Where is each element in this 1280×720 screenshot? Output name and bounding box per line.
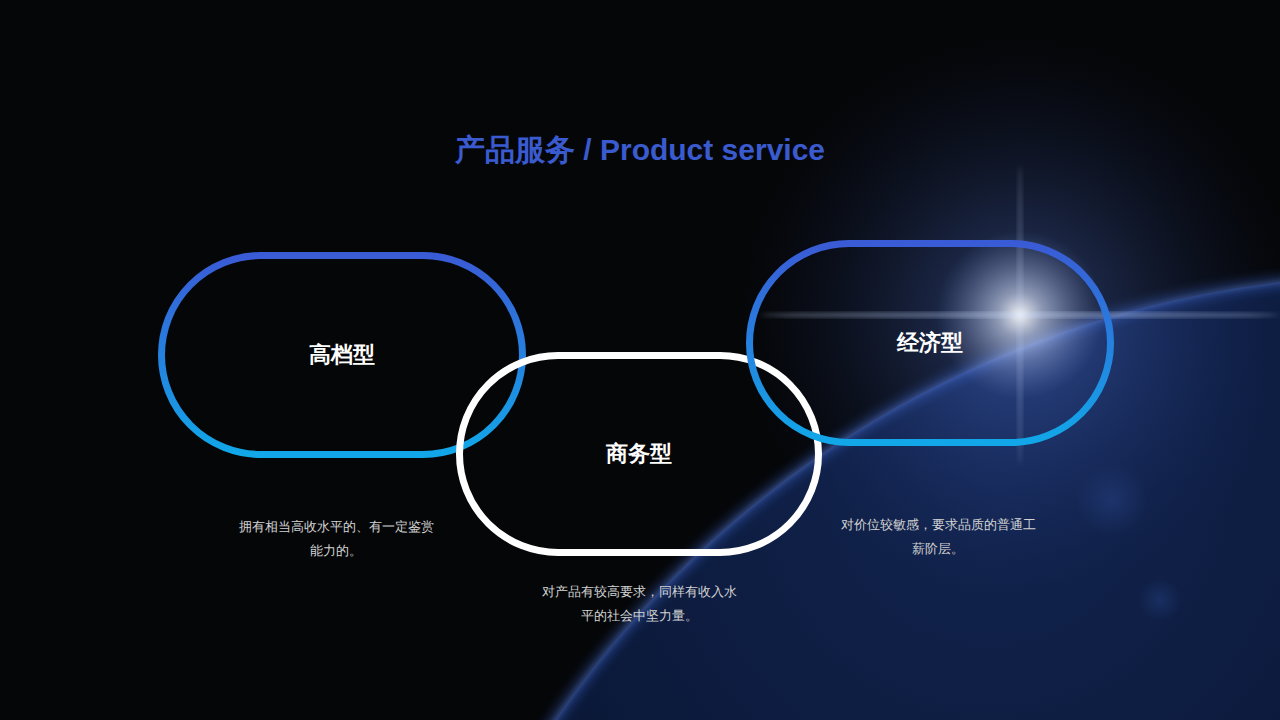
slide-title: 产品服务 / Product service (0, 128, 1280, 172)
light-streak (1017, 165, 1023, 465)
box-description: 拥有相当高收水平的、有一定鉴赏能力的。 (238, 515, 434, 563)
pill-stroke (750, 244, 1111, 443)
pill-box: 商务型对产品有较高要求，同样有收入水平的社会中坚力量。 (456, 352, 822, 556)
box-heading: 经济型 (897, 328, 963, 358)
lens-flare (1076, 464, 1148, 536)
box-heading: 高档型 (309, 340, 375, 370)
sun-glow (740, 35, 1280, 595)
box-description: 对价位较敏感，要求品质的普通工薪阶层。 (840, 513, 1036, 561)
pill-stroke (460, 356, 819, 553)
pill-box: 经济型对价位较敏感，要求品质的普通工薪阶层。 (746, 240, 1114, 446)
lens-flare (1138, 578, 1182, 622)
box-heading: 商务型 (606, 439, 672, 469)
pill-box: 高档型拥有相当高收水平的、有一定鉴赏能力的。 (158, 252, 526, 458)
box-description: 对产品有较高要求，同样有收入水平的社会中坚力量。 (541, 580, 737, 628)
pill-stroke (162, 256, 523, 455)
